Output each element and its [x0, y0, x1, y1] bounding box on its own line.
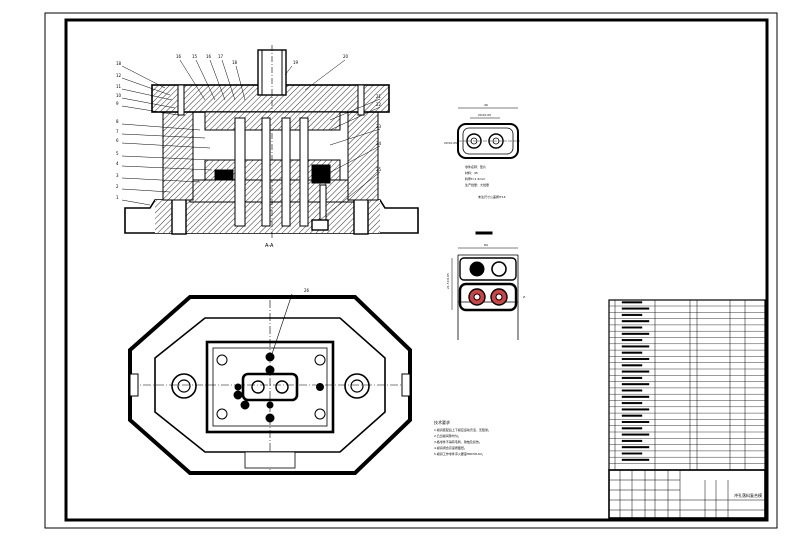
callout-18-top: 18: [232, 60, 238, 65]
part-dim-height: 20±0.05: [444, 141, 457, 145]
callout-21: 21: [376, 94, 382, 99]
die-block: [205, 340, 335, 434]
part-dim-slot: 20±0.05: [478, 113, 491, 117]
parts-list-entry: [621, 345, 650, 348]
callout-numbers-left: 18 12 11 10 9 8 7 6 5 4 3 2 1: [116, 61, 122, 200]
tech-req-1: 1.模具装配后上下模应运动灵活、无阻滞。: [434, 427, 491, 432]
callout-7: 7: [116, 129, 119, 134]
callout-5: 5: [116, 151, 119, 156]
parts-list-entry: [621, 326, 643, 329]
callout-17: 17: [218, 54, 224, 59]
strip-blank-lower: [458, 282, 518, 312]
drawing-name: 冲孔落料复合模: [734, 492, 762, 498]
plan-view: [128, 293, 412, 475]
strip-dim-width: 84: [484, 243, 488, 247]
callout-1: 1: [116, 195, 119, 200]
die-outline-outer: [128, 295, 412, 475]
parts-list-entry: [621, 339, 643, 342]
part-notes: 零件名称：垫片 材料：45 料厚t=1.5mm 生产批量：大批量 未注尺寸公差按…: [465, 164, 506, 199]
strip-dim-height: 21.5±0.05: [446, 273, 450, 289]
parts-list-entry: [621, 370, 650, 373]
parts-list-entry: [621, 427, 643, 430]
callouts-top: [179, 59, 346, 101]
part-note-5: 未注尺寸公差按IT14: [478, 194, 506, 199]
parts-list-entry: [621, 395, 650, 398]
tech-req-3: 3.各零件不得有毛刺、锈蚀及损伤。: [434, 439, 482, 444]
callout-4: 4: [116, 161, 119, 166]
parts-list-entry: [621, 332, 650, 335]
parts-list-entry: [621, 389, 643, 392]
parts-list-entry: [621, 383, 650, 386]
title-block: [608, 469, 766, 519]
part-note-3: 料厚t=1.5mm: [465, 176, 485, 181]
parts-list-entry: [621, 421, 650, 424]
parts-list-entry: [621, 320, 650, 323]
callout-numbers-right: 21 22 23 24 25: [376, 94, 382, 172]
parts-list-entry: [621, 458, 650, 461]
callout-18: 18: [116, 61, 122, 66]
punch-plate: [204, 111, 341, 131]
die-outline-inner: [154, 317, 386, 453]
strip-marker: Z: [523, 295, 525, 299]
callout-11: 11: [116, 84, 122, 89]
part-dim-width: 40: [484, 103, 488, 107]
callouts-left: [121, 65, 213, 206]
guide-bushing-left: [171, 373, 197, 399]
callout-26: 26: [304, 288, 310, 293]
tech-req-2: 2.凸凹模间隙均匀。: [434, 433, 461, 438]
parts-list-entry: [621, 446, 650, 449]
parts-list-entry: [621, 402, 643, 405]
part-note-1: 零件名称：垫片: [465, 164, 486, 169]
inner-frame: [64, 18, 769, 522]
parts-list-entry: [621, 452, 643, 455]
tech-req-4: 4.模具闭合高度按图纸。: [434, 445, 467, 450]
part-note-2: 材料：45: [465, 170, 478, 175]
callout-10: 10: [116, 93, 122, 98]
section-label: A-A: [265, 243, 274, 249]
parts-list-entry: [621, 408, 650, 411]
parts-list-entry: [621, 414, 643, 417]
callout-numbers-top: 16 15 16 17 18 19 20: [176, 54, 349, 65]
tech-requirements: 技术要求 1.模具装配后上下模应运动灵活、无阻滞。 2.凸凹模间隙均匀。 3.各…: [434, 419, 491, 456]
strip-layout: [451, 231, 519, 340]
parts-list-rows: [609, 301, 765, 464]
callout-25: 25: [376, 167, 382, 172]
strip-blank-upper: [459, 257, 517, 281]
parts-list-entry: [621, 307, 650, 310]
parts-list-entry: [621, 358, 650, 361]
callouts-right: [319, 98, 381, 221]
callout-6: 6: [116, 138, 119, 143]
tech-req-title: 技术要求: [434, 419, 450, 425]
parts-list-entry: [621, 439, 643, 442]
callout-23: 23: [376, 124, 382, 129]
parts-list-entry: [621, 364, 643, 367]
callout-19: 19: [293, 60, 299, 65]
parts-list-entry: [621, 433, 650, 436]
parts-list-entry: [621, 313, 643, 316]
part-drawing: [457, 107, 520, 159]
callout-9: 9: [116, 101, 119, 106]
parts-list: [608, 299, 766, 471]
guide-bushing-right: [344, 373, 370, 399]
callout-16a: 16: [176, 54, 182, 59]
callout-16b: 16: [206, 54, 212, 59]
callout-22: 22: [376, 102, 382, 107]
section-view: [124, 45, 419, 240]
callout-24: 24: [376, 141, 382, 146]
part-note-4: 生产批量：大批量: [465, 182, 489, 187]
callout-20: 20: [343, 54, 349, 59]
callout-2: 2: [116, 184, 119, 189]
parts-list-entry: [621, 351, 643, 354]
tech-req-5: 5.模具工作零件淬火硬度HRC58-62。: [434, 451, 485, 456]
callout-15: 15: [192, 54, 198, 59]
callout-8: 8: [116, 119, 119, 124]
callout-3: 3: [116, 173, 119, 178]
callout-12: 12: [116, 73, 122, 78]
parts-list-entry: [621, 376, 643, 379]
parts-list-entry: [621, 301, 643, 304]
outer-frame: [44, 12, 778, 529]
